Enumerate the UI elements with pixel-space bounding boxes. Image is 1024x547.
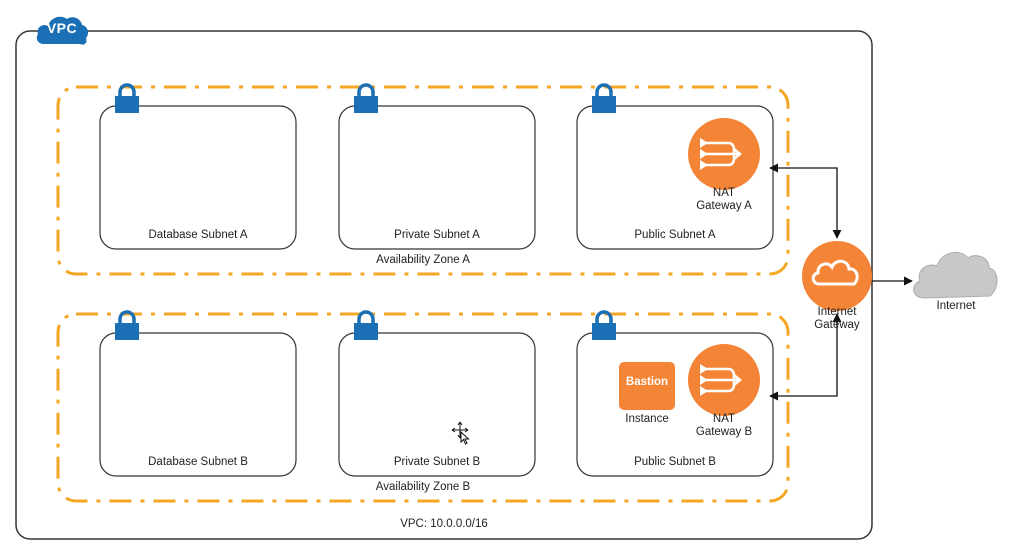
nat-gateway-icon (688, 344, 760, 416)
lock-icon (354, 310, 378, 340)
lock-icon (592, 83, 616, 113)
bastion-label: Instance (625, 413, 669, 425)
nat-label-a-line2: Gateway A (696, 200, 752, 212)
zone-label-b: Availability Zone B (375, 481, 471, 493)
cloud-icon (913, 251, 998, 299)
lock-icon (115, 83, 139, 113)
subnet-database-b (99, 332, 297, 477)
lock-icon (354, 83, 378, 113)
vpc-boundary (15, 30, 873, 540)
nat-label-b-line2: Gateway B (695, 426, 753, 438)
vpc-cidr-label: VPC: 10.0.0.0/16 (400, 518, 488, 530)
subnet-label-public-a: Public Subnet A (634, 229, 716, 241)
subnet-label-private-a: Private Subnet A (394, 229, 480, 241)
move-cursor-icon (451, 421, 470, 445)
bastion-instance-icon (619, 362, 675, 410)
internet-label: Internet (936, 300, 976, 312)
igw-label-line1: Internet (817, 306, 857, 318)
connector-nat-a-to-igw (769, 163, 842, 239)
igw-label-line2: Gateway (814, 319, 860, 331)
subnet-label-database-a: Database Subnet A (148, 229, 248, 241)
vpc-cloud-icon (36, 16, 89, 45)
lock-icon (115, 310, 139, 340)
nat-label-b-line1: NAT (712, 413, 736, 425)
subnet-private-b (338, 332, 536, 477)
subnet-label-public-b: Public Subnet B (634, 456, 716, 468)
vpc-badge: VPC (46, 20, 78, 36)
subnet-database-a (99, 105, 297, 250)
zone-label-a: Availability Zone A (376, 254, 470, 266)
internet-gateway-icon (802, 241, 872, 311)
subnet-label-database-b: Database Subnet B (148, 456, 248, 468)
availability-zone-b-boundary (56, 312, 790, 503)
bastion-badge: Bastion (625, 376, 669, 388)
subnet-label-private-b: Private Subnet B (393, 456, 481, 468)
connector-nat-b-to-igw (769, 313, 842, 401)
lock-icon (592, 310, 616, 340)
nat-gateway-icon (688, 118, 760, 190)
subnet-private-a (338, 105, 536, 250)
nat-label-a-line1: NAT (712, 187, 736, 199)
